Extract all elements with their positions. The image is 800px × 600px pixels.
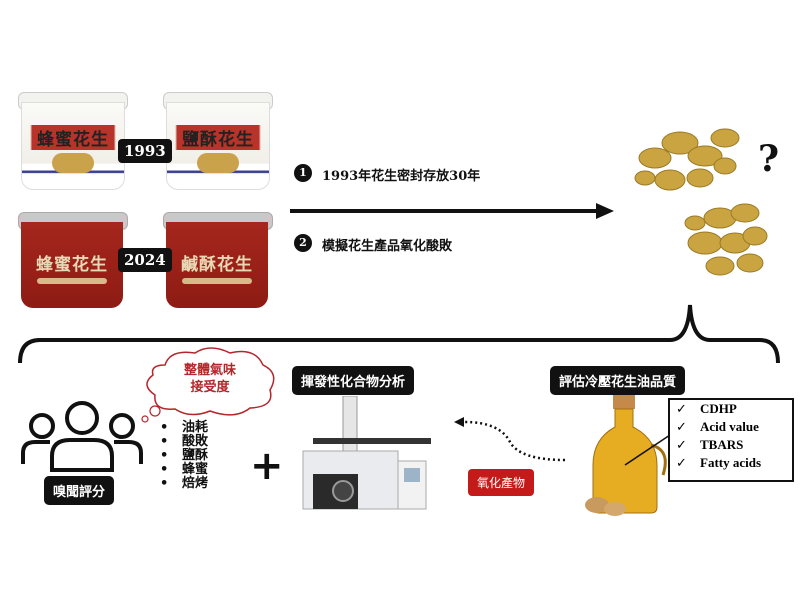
checklist-item: ✓Acid value [676,419,759,434]
can-title: 蜂蜜花生 [36,255,108,275]
volatile-analysis-label: 揮發性化合物分析 [292,366,415,395]
step-1-text: 1993年花生密封存放30年 [322,169,481,184]
gc-ms-instrument-image [302,396,431,510]
peanuts-image [634,128,768,276]
check-icon: ✓ [676,455,687,470]
attribute-item: 酸敗 [160,435,208,449]
people-icon [21,401,143,472]
check-icon: ✓ [676,419,687,434]
main-arrow [290,203,614,219]
can-title: 蜂蜜花生 [22,125,124,150]
attribute-item: 焙烤 [160,477,208,491]
can-title: 鹹酥花生 [181,255,253,275]
can-2024-honey: 蜂蜜花生 [18,212,128,312]
curly-brace [18,304,780,364]
oil-bottle-image [585,395,671,516]
plus-icon: + [250,443,284,489]
thought-cloud [141,347,275,423]
attribute-item: 蜂蜜 [160,463,208,477]
year-label-1993: 1993 [118,139,172,163]
peanut-illustration [52,153,94,173]
oxidation-products-label: 氧化產物 [468,469,535,496]
checklist-item: ✓CDHP [676,401,737,416]
cloud-text: 整體氣味 接受度 [165,362,255,396]
attribute-list: 油耗 酸敗 鹽酥 蜂蜜 焙烤 [160,421,208,491]
checklist-item: ✓Fatty acids [676,455,762,470]
cloud-line-1: 整體氣味 [183,363,236,378]
check-icon: ✓ [676,437,687,452]
attribute-item: 鹽酥 [160,449,208,463]
peanut-illustration [197,153,239,173]
step-2-text: 模擬花生產品氧化酸敗 [322,239,453,254]
can-2024-salt: 鹹酥花生 [163,212,273,312]
step-2-number: 2 [294,234,312,252]
year-label-2024: 2024 [118,248,172,272]
dotted-arrow [454,417,566,462]
can-title: 鹽酥花生 [167,125,269,150]
attribute-item: 油耗 [160,421,208,435]
step-1-number: 1 [294,164,312,182]
can-1993-salt: 鹽酥花生 [163,92,273,192]
oil-quality-label: 評估冷壓花生油品質 [550,366,686,395]
can-1993-honey: 蜂蜜花生 [18,92,128,192]
cloud-line-2: 接受度 [190,380,230,395]
check-icon: ✓ [676,401,687,416]
sniffing-score-label: 嗅聞評分 [44,476,115,505]
question-mark: ? [758,138,780,180]
checklist-item: ✓TBARS [676,437,744,452]
oil-quality-checklist: ✓CDHP ✓Acid value ✓TBARS ✓Fatty acids [668,398,794,482]
